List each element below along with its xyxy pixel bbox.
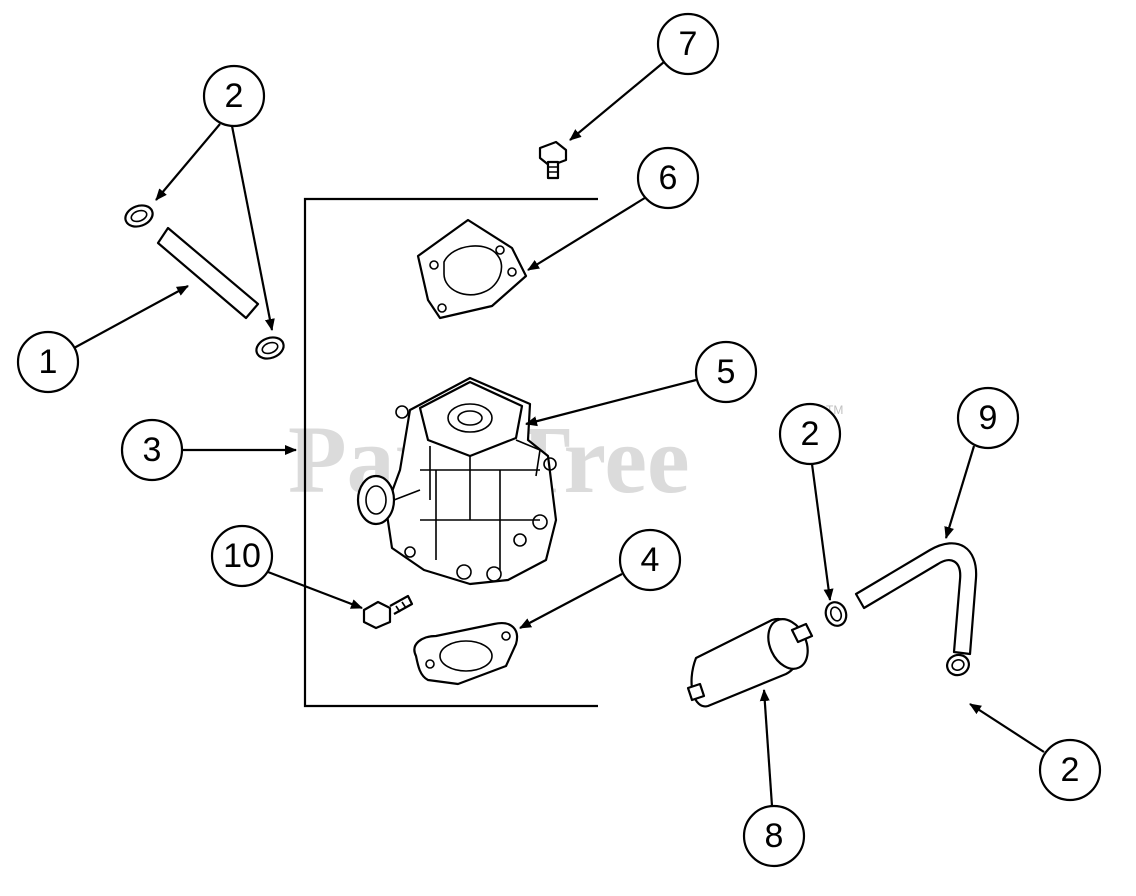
callout-5: 5 [694,340,758,404]
upper-gasket [416,218,528,320]
leader-2b [810,463,834,601]
hose-clamp-top [124,204,154,228]
lower-gasket [413,622,519,686]
leader-9 [944,445,976,539]
callout-label: 5 [717,353,736,391]
leader-10 [267,570,363,610]
callout-7: 7 [656,12,720,76]
callout-label: 3 [143,431,162,469]
leader-5 [525,378,697,427]
callout-label: 1 [39,343,58,381]
carburetor-screw [538,140,568,180]
hose-clamp-mid-right [824,601,848,627]
callout-label: 2 [225,77,244,115]
carburetor-body [356,376,558,586]
leader-2c [969,703,1045,753]
callout-4: 4 [618,528,682,592]
callout-3: 3 [120,418,184,482]
fuel-filter [686,617,814,708]
leader-6 [527,195,649,271]
callout-label: 10 [223,537,261,575]
leader-8 [759,689,774,807]
callout-label: 9 [979,399,998,437]
callout-8: 8 [742,804,806,868]
callout-2-top-left: 2 [202,64,266,128]
fuel-line-tube [156,226,260,320]
callout-1: 1 [16,330,80,394]
leader-4 [519,573,623,629]
callout-label: 6 [659,159,678,197]
callout-2-mid-right: 2 [778,402,842,466]
callout-2-lower-right: 2 [1038,738,1102,802]
callout-9: 9 [956,386,1020,450]
mounting-screw [362,594,414,630]
callout-label: 2 [1061,751,1080,789]
callout-label: 4 [641,541,660,579]
hose-clamp-bottom [255,336,285,360]
callout-label: 2 [801,415,820,453]
hose-clamp-lower-right [946,653,970,677]
callout-label: 8 [765,817,784,855]
leader-1 [73,285,189,349]
callout-6: 6 [636,146,700,210]
callout-label: 7 [679,25,698,63]
leader-2a-top [155,123,221,201]
fuel-hose-elbow [854,542,978,656]
leader-2a-bottom [230,125,275,331]
callout-10: 10 [210,524,274,588]
leader-7 [569,61,665,141]
assembly-bracket [303,197,598,708]
